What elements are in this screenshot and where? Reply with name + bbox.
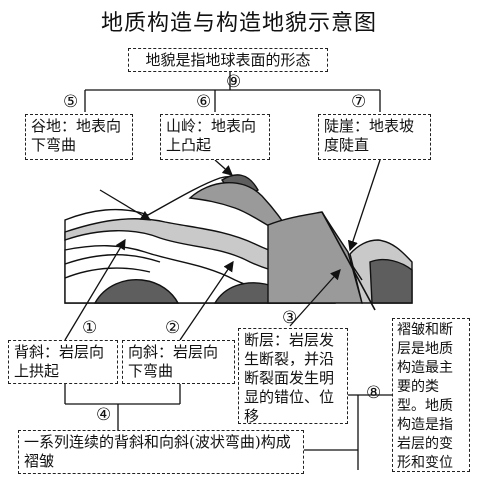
pointer-lines [64,159,381,341]
fault-box: 断层：岩层发生断裂，并沿断裂面发生明显的错位、位移 [238,328,348,425]
marker-2: ② [165,318,181,338]
diagram-title: 地质构造与构造地貌示意图 [100,11,377,36]
anticline-box: 背斜：岩层向上拱起 [8,340,118,384]
top-connector-lines [84,72,381,112]
marker-8: ⑧ [366,383,382,403]
marker-7: ⑦ [351,92,367,112]
syncline-box: 向斜：岩层向下弯曲 [122,340,235,384]
valley-box: 谷地：地表向下弯曲 [25,114,133,160]
fold-definition-box: 一系列连续的背斜和向斜(波状弯曲)构成褶皱 [18,430,304,474]
ridge-box: 山岭：地表向上凸起 [160,114,270,160]
marker-3: ③ [282,308,298,328]
fold-bracket-lines [64,382,392,470]
marker-5: ⑤ [63,92,79,112]
marker-4: ④ [96,405,112,425]
cliff-box: 陡崖：地表坡度陡直 [318,114,431,160]
marker-9: ⑨ [226,72,242,92]
fault-block [267,211,413,311]
summary-box: 褶皱和断层是地质构造最主要的类型。地质构造是指岩层的变形和变位 [392,318,470,472]
marker-1: ① [82,318,98,338]
marker-6: ⑥ [196,92,212,112]
landform-definition-box: 地貌是指地球表面的形态 [128,48,328,72]
